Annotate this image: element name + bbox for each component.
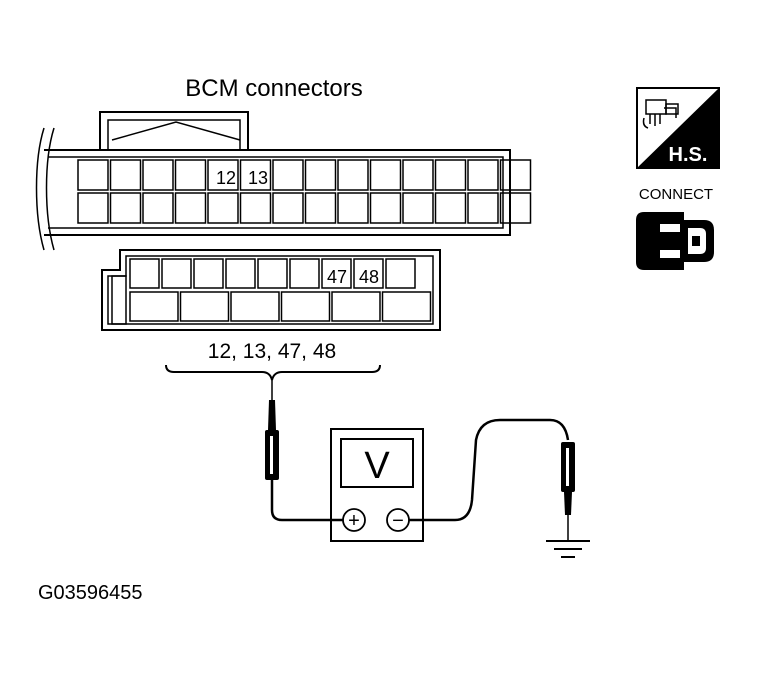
svg-text:+: +	[348, 510, 360, 532]
negative-probe	[409, 418, 575, 541]
connector-cavity	[369, 159, 402, 191]
connector-cavity	[402, 159, 434, 191]
connector-cavity	[434, 159, 467, 191]
connector-cavity	[331, 291, 381, 322]
connector-cavity	[142, 192, 174, 224]
connector-cavity	[207, 159, 239, 191]
pin-48-label: 48	[359, 267, 379, 287]
connector-cavity	[369, 192, 402, 224]
connector-cavity	[499, 159, 532, 191]
terminal-brace	[165, 364, 381, 381]
connector-cavity	[353, 258, 384, 289]
connector-cavity	[321, 258, 352, 289]
harness-side-label: H.S.	[669, 144, 708, 166]
wiring-harness-icon	[642, 99, 679, 129]
connector-cavity	[174, 192, 207, 224]
pin-12-label: 12	[216, 168, 236, 188]
voltmeter: V + −	[330, 428, 424, 542]
connector-cavity	[467, 192, 499, 224]
connect-label: CONNECT	[639, 186, 713, 203]
svg-text:−: −	[392, 510, 404, 532]
positive-terminal	[342, 508, 366, 532]
connector-cavity	[161, 258, 192, 289]
connector-icon	[636, 212, 714, 270]
connector-cavity	[304, 192, 337, 224]
connector-cavity	[179, 291, 230, 322]
connector-cavity	[239, 159, 272, 191]
connector-cavity	[385, 258, 416, 289]
connector-cavity	[381, 291, 432, 322]
connector-cavity	[304, 159, 337, 191]
positive-probe	[265, 380, 343, 522]
upper-connector: 12 13	[35, 111, 532, 251]
ground-icon	[546, 540, 590, 558]
connector-cavity	[230, 291, 280, 322]
voltmeter-symbol: V	[364, 445, 390, 487]
connector-cavity	[337, 192, 369, 224]
connector-cavity	[280, 291, 331, 322]
diagram-title: BCM connectors	[185, 75, 362, 102]
connector-cavity	[174, 159, 207, 191]
connector-cavity	[257, 258, 288, 289]
connector-cavity	[402, 192, 434, 224]
terminals-label: 12, 13, 47, 48	[208, 340, 336, 363]
connector-cavity	[434, 192, 467, 224]
connector-cavity	[109, 192, 142, 224]
connector-cavity	[129, 258, 160, 289]
pin-47-label: 47	[327, 267, 347, 287]
harness-side-badge: H.S.	[636, 87, 720, 169]
connector-cavity	[193, 258, 224, 289]
connector-cavity	[77, 159, 109, 191]
connector-cavity	[129, 291, 179, 322]
connector-cavity	[142, 159, 174, 191]
connector-cavity	[499, 192, 532, 224]
connector-cavity	[225, 258, 256, 289]
connector-cavity	[77, 192, 109, 224]
connector-cavity	[467, 159, 499, 191]
connector-cavity	[337, 159, 369, 191]
connector-cavity	[109, 159, 142, 191]
connector-cavity	[289, 258, 320, 289]
connector-cavity	[272, 192, 304, 224]
connector-cavity	[239, 192, 272, 224]
pin-13-label: 13	[248, 168, 268, 188]
lower-connector: 47 48	[101, 249, 441, 331]
connector-cavity	[207, 192, 239, 224]
figure-id: G03596455	[38, 582, 143, 604]
connector-cavity	[272, 159, 304, 191]
